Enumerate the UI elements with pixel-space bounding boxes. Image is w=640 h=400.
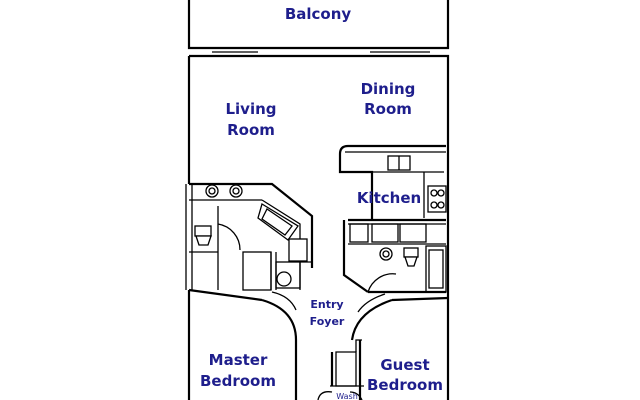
room-label-guest-bedroom: Bedroom — [367, 376, 443, 394]
guest-bath — [342, 220, 447, 294]
room-label-guest: Guest — [380, 356, 429, 374]
room-label-master-bedroom: Bedroom — [200, 372, 276, 390]
toilet-icon — [194, 225, 212, 237]
sink-icon — [379, 247, 393, 261]
room-label-dining-room: Room — [364, 100, 412, 118]
closet — [242, 251, 272, 291]
kitchen-area — [338, 144, 447, 243]
washer-icon — [276, 271, 292, 287]
room-label-kitchen: Kitchen — [357, 189, 421, 207]
room-label-master: Master — [209, 351, 268, 369]
room-label-living: Living — [225, 100, 276, 118]
room-label-entry: Entry — [310, 298, 343, 311]
room-label-balcony: Balcony — [285, 5, 352, 23]
outer-walls — [185, 54, 450, 400]
sink-icon — [205, 184, 219, 198]
toilet-icon — [403, 247, 419, 258]
master-bath — [189, 182, 314, 291]
stove-icon — [427, 185, 447, 213]
pantry — [349, 223, 369, 243]
room-label-foyer: Foyer — [310, 315, 345, 328]
balcony-area — [187, 0, 450, 53]
entry-foyer-walls — [188, 288, 449, 400]
room-label-wash: Wash — [336, 392, 358, 400]
room-label-living-room: Room — [227, 121, 275, 139]
hall-closet — [317, 339, 364, 400]
room-label-dining: Dining — [361, 80, 416, 98]
sink-icon — [229, 184, 243, 198]
